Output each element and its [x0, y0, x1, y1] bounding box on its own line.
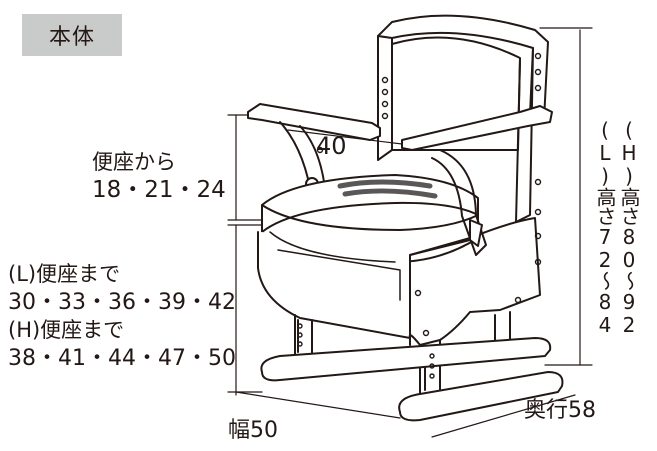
depth-label: 奥行58: [524, 398, 596, 423]
seat-height-L-values: 30・33・36・39・42: [8, 290, 236, 315]
right-armrest: [401, 105, 553, 256]
armrest-height-values: 18・21・24: [92, 177, 226, 203]
floor-rails: [260, 337, 564, 422]
seat-height-L-label: (L)便座まで: [8, 262, 121, 286]
total-height-L-label: (L)高さ72〜84: [593, 118, 617, 336]
section-tag: 本体: [22, 14, 122, 56]
body-base: [257, 217, 541, 346]
dimension-lines: [227, 27, 593, 438]
adjustment-holes: [297, 52, 542, 379]
armrest-height-label-line1: 便座から: [92, 150, 176, 174]
total-height-H-label: (H)高さ80〜92: [617, 118, 641, 336]
seat-height-H-values: 38・41・44・47・50: [8, 346, 236, 371]
arm-span-label: 40: [316, 132, 347, 160]
width-label: 幅50: [228, 418, 278, 443]
seat-height-H-label: (H)便座まで: [8, 318, 125, 342]
